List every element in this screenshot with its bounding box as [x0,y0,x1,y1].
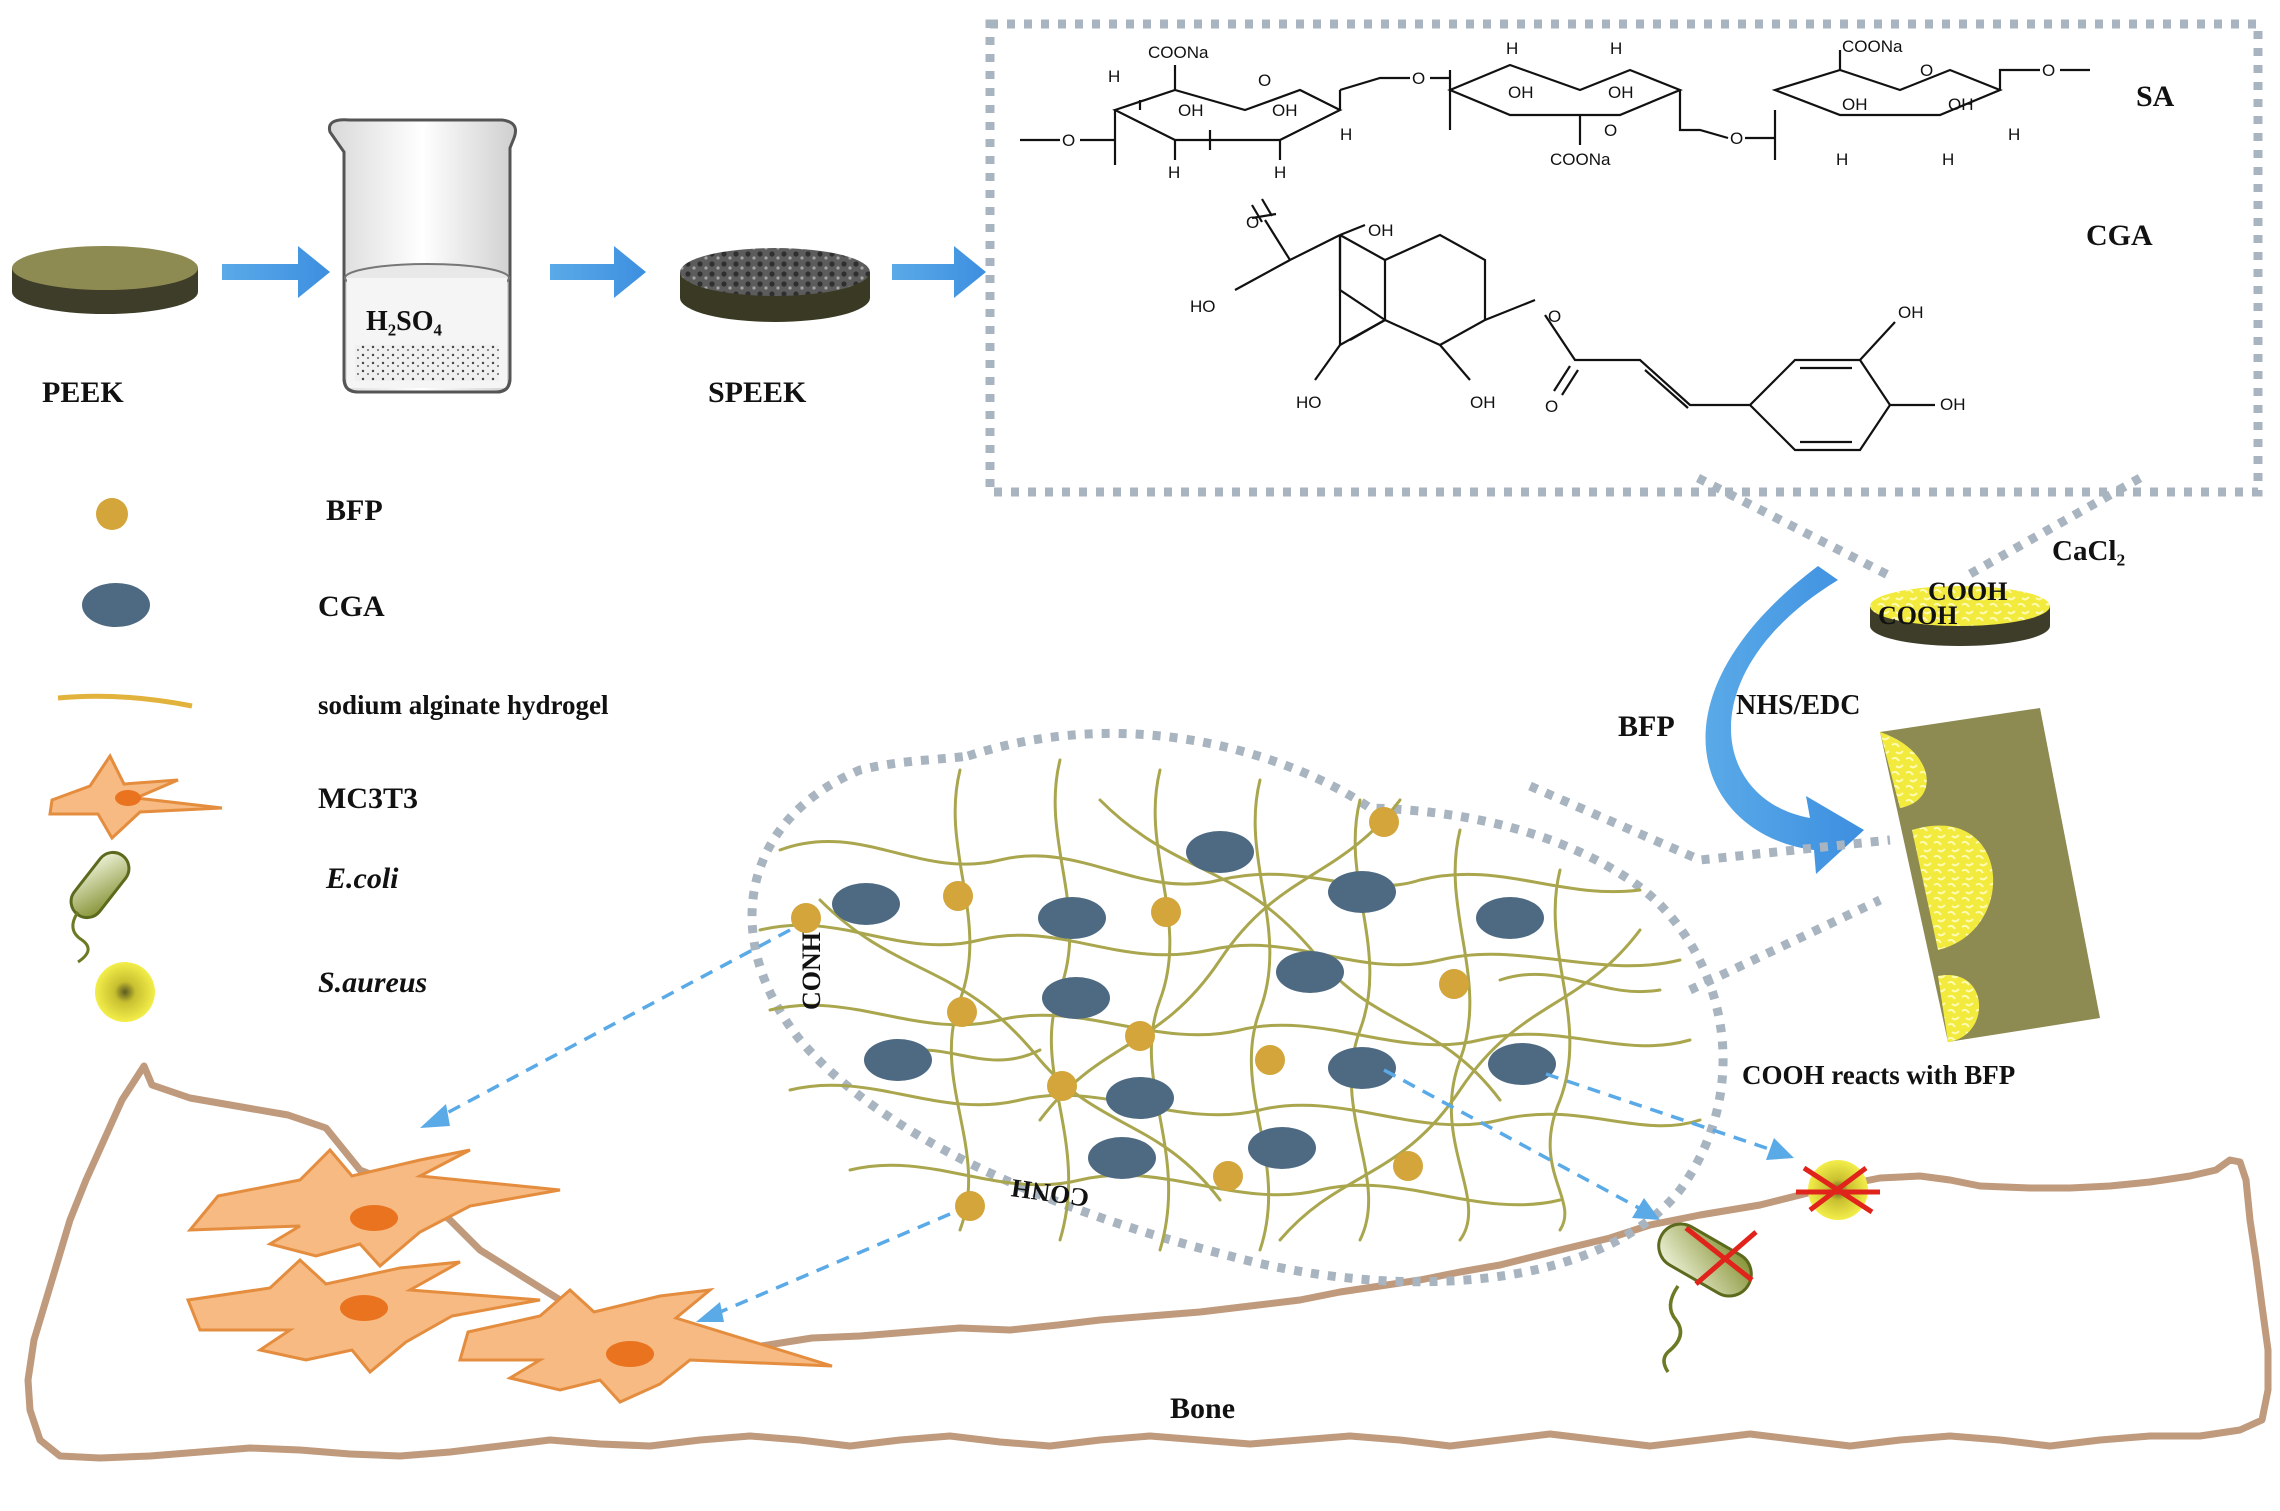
cga-label: CGA [2086,219,2153,252]
speek-label: SPEEK [708,376,807,409]
speek-disc [680,248,870,322]
sa-oh-2: OH [1272,101,1298,120]
osteoblast-cell-2 [185,1257,541,1375]
conh-label-1: CONH [797,932,826,1010]
sa-h-7: H [1836,150,1848,169]
cga-ho-1: HO [1190,297,1216,316]
sa-h-2: H [1168,163,1180,182]
sa-h-3: H [1274,163,1286,182]
curved-reaction-arrow [1705,566,1864,874]
legend-saureus-swatch [95,962,155,1022]
cga-oh-3: OH [1898,303,1924,322]
saureus-inhibited [1796,1160,1880,1220]
sa-o-ring-2: O [1604,121,1617,140]
bone-outline [24,1062,2272,1462]
sa-oh-5: OH [1842,95,1868,114]
cga-o-carbonyl: O [1246,213,1259,232]
legend-hydrogel-swatch [57,693,193,709]
cga-ho-2: HO [1296,393,1322,412]
cooh-label-2: COOH [1878,601,1957,630]
sa-coona-1: COONa [1148,43,1209,62]
sa-o-4: O [2042,61,2055,80]
sa-h-9: H [2008,125,2020,144]
sa-oh-1: OH [1178,101,1204,120]
zoom-lines-bottom [1528,781,1891,995]
legend-hydrogel-label: sodium alginate hydrogel [318,690,609,720]
legend-bfp-label: BFP [326,494,383,527]
sa-structure [1020,50,2090,165]
cga-oh-1: OH [1368,221,1394,240]
peek-label: PEEK [42,376,124,409]
sa-h-8: H [1942,150,1954,169]
bone-label: Bone [1170,1392,1235,1425]
sa-o-3: O [1730,129,1743,148]
bfp-reactant-label: BFP [1618,710,1675,743]
cooh-label-1: COOH [1928,577,2007,606]
arrow-speek-to-structures [892,246,986,298]
bfp-coated-surface [1880,708,2100,1042]
coated-disc [1870,586,2050,646]
legend: BFP CGA sodium alginate hydrogel MC3T3 E… [48,494,609,1022]
release-arrows [420,928,1794,1322]
cga-o-ester-carbonyl: O [1545,397,1558,416]
legend-cga-swatch [82,583,150,627]
cga-particles [832,831,1556,1179]
acid-label: H₂SO₄ [366,306,443,337]
arrow-peek-to-acid [222,246,330,298]
reaction-result-label: COOH reacts with BFP [1742,1060,2015,1090]
zoom-lines-top [1695,473,2143,581]
legend-bfp-swatch [96,498,128,530]
legend-ecoli-label: E.coli [325,862,399,895]
sa-h-4: H [1340,125,1352,144]
nhs-edc-label: NHS/EDC [1736,690,1860,721]
arrow-acid-to-speek [550,246,646,298]
sa-oh-4: OH [1608,83,1634,102]
legend-mc3t3-swatch [48,753,223,841]
sa-oh-6: OH [1948,95,1974,114]
osteoblast-cell-1 [186,1147,561,1269]
cga-o-ester: O [1548,307,1561,326]
sa-o-2: O [1412,69,1425,88]
structures-box [985,19,2263,497]
osteoblast-cell-3 [458,1287,833,1404]
cacl2-label: CaCl₂ [2052,535,2125,567]
sa-coona-3: COONa [1842,37,1903,56]
ecoli-inhibited [1657,1222,1758,1373]
legend-cga-label: CGA [318,590,385,623]
sa-coona-2: COONa [1550,150,1611,169]
sa-h-5: H [1506,39,1518,58]
sa-h-6: H [1610,39,1622,58]
legend-mc3t3-label: MC3T3 [318,782,418,815]
sa-label: SA [2136,80,2175,113]
network-dotted-circle [747,728,1728,1287]
sa-o-1: O [1062,131,1075,150]
sa-o-ring-3: O [1920,61,1933,80]
legend-saureus-label: S.aureus [318,966,427,999]
sa-h-1: H [1108,67,1120,86]
peek-disc [12,246,198,314]
legend-ecoli-swatch [69,850,131,964]
cga-oh-2: OH [1470,393,1496,412]
bfp-particles [791,807,1469,1221]
cga-oh-4: OH [1940,395,1966,414]
cga-structure [1234,198,1935,452]
sa-o-ring-1: O [1258,71,1271,90]
beaker-icon [327,118,517,394]
sa-oh-3: OH [1508,83,1534,102]
